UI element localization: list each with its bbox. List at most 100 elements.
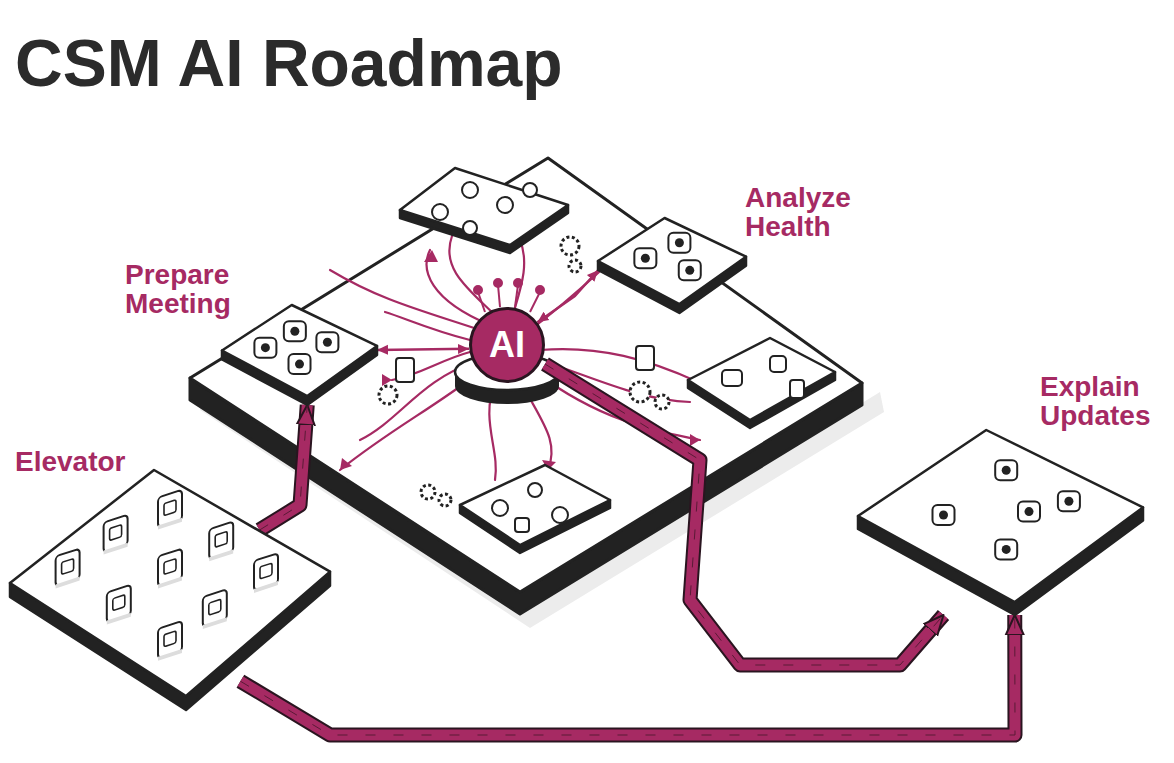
illustration-part (1025, 507, 1034, 516)
app-icon (254, 338, 276, 358)
connector-path (260, 405, 308, 530)
app-icon (995, 460, 1017, 480)
illustration-part (655, 395, 669, 409)
track-connector (260, 405, 308, 530)
illustration-part (478, 292, 485, 312)
illustration-part (421, 485, 435, 499)
explain-platform: Explain Updates (858, 430, 1143, 615)
app-icon (1058, 491, 1080, 511)
diagram-title: CSM AI Roadmap (15, 30, 563, 96)
illustration-part (158, 649, 182, 661)
illustration-part (515, 518, 529, 532)
illustration-part (113, 595, 125, 611)
ai-label: AI (489, 327, 525, 363)
illustration-part (552, 507, 568, 523)
illustration-part (432, 204, 448, 220)
illustration-part (675, 238, 684, 247)
illustration-part (385, 312, 470, 340)
illustration-part (400, 168, 568, 245)
illustration-part (494, 279, 502, 287)
illustration-part (561, 237, 579, 255)
illustration-part (260, 563, 272, 579)
illustration-part (679, 260, 701, 280)
platform-shape (10, 470, 330, 710)
prepare-tile: Prepare Meeting (222, 305, 377, 405)
illustration-part (530, 292, 540, 312)
illustration-part (110, 525, 122, 541)
illustration-part (203, 617, 227, 629)
illustration-part (514, 279, 522, 287)
app-icon (107, 585, 131, 625)
illustration-part (62, 559, 74, 575)
illustration-part (498, 285, 500, 307)
illustration-part (209, 599, 221, 615)
flow-line (377, 349, 469, 350)
illustration-part (688, 338, 835, 420)
stage-label: Prepare Meeting (125, 260, 250, 319)
app-icon (316, 332, 338, 352)
illustration-part (1002, 545, 1011, 554)
illustration-part (995, 539, 1017, 559)
app-icon (284, 321, 306, 341)
illustration-part (1058, 491, 1080, 511)
illustration-part (164, 500, 176, 516)
ai-circle: AI (469, 307, 545, 383)
app-icon (203, 589, 227, 629)
illustration-part (636, 346, 654, 370)
illustration-part (685, 266, 694, 275)
platform-top (10, 470, 330, 696)
illustration-part (316, 332, 338, 352)
elevator-platform: Elevator (10, 470, 330, 710)
app-icon (1018, 502, 1040, 522)
illustration-part (1018, 502, 1040, 522)
illustration-part (492, 500, 508, 516)
illustration-part (396, 358, 414, 382)
app-icon (668, 233, 690, 253)
track-connector (240, 615, 1015, 735)
illustration-part (995, 460, 1017, 480)
illustration-part (528, 483, 542, 497)
illustration-part (497, 197, 513, 213)
illustration-part (770, 356, 786, 372)
app-icon (158, 549, 182, 589)
illustration-part (463, 221, 477, 235)
illustration-part (569, 260, 581, 272)
illustration-part (295, 360, 304, 369)
app-icon (158, 490, 182, 530)
illustration-part (107, 613, 131, 625)
illustration-part (56, 577, 80, 589)
illustration-part (536, 286, 544, 294)
illustration-part (382, 374, 392, 386)
connector-path (240, 615, 1015, 735)
illustration-part (690, 434, 700, 446)
illustration-part (290, 327, 299, 336)
illustration-part (340, 458, 352, 470)
illustration-part (261, 343, 270, 352)
illustration-part (158, 577, 182, 589)
illustration-part (668, 233, 690, 253)
app-icon (158, 621, 182, 661)
platform-shape (222, 305, 377, 405)
track-outline (260, 405, 308, 530)
illustration-part (424, 250, 438, 262)
stage-label: Analyze Health (745, 183, 870, 242)
platform-shape (598, 218, 746, 313)
illustration-part (284, 321, 306, 341)
app-icon (104, 515, 128, 555)
illustration-part (1064, 497, 1073, 506)
track-outline (240, 615, 1015, 735)
illustration-part (209, 549, 233, 561)
stage-label: Explain Updates (1040, 372, 1165, 431)
app-icon (634, 248, 656, 268)
app-icon (209, 521, 233, 561)
illustration-part (1002, 466, 1011, 475)
illustration-part (289, 354, 311, 374)
illustration-part (630, 382, 650, 402)
illustration-part (530, 262, 610, 330)
platform-top (858, 430, 1143, 602)
illustration-part (790, 380, 804, 398)
app-icon (995, 539, 1017, 559)
app-icon (254, 553, 278, 593)
app-icon (56, 549, 80, 589)
